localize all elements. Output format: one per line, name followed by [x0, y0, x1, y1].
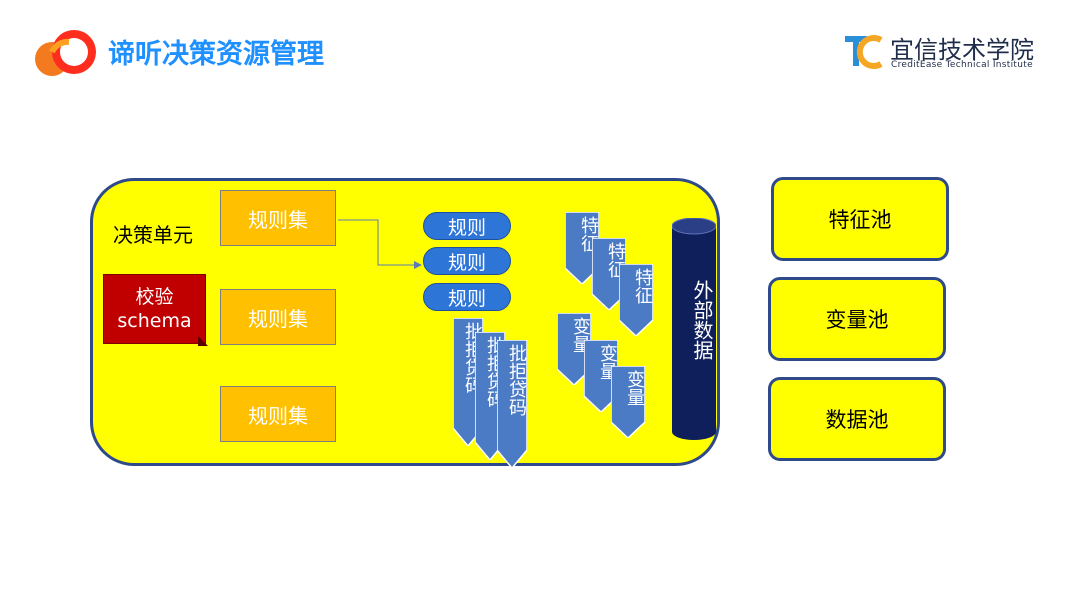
brand-name-cn: 宜信技术学院 — [890, 36, 1034, 64]
feature-chevron: 特征 — [565, 212, 599, 284]
ruleset-to-rules-arrow — [338, 219, 422, 269]
ruleset-box: 规则集 — [220, 190, 336, 246]
feature-label: 特征 — [632, 268, 653, 304]
variable-label: 变量 — [624, 370, 645, 406]
decision-unit-label: 决策单元 — [113, 223, 193, 247]
schema-validation-box: 校验 schema — [103, 274, 206, 344]
tc-logo-icon — [843, 33, 883, 69]
rule-pill: 规则 — [423, 283, 511, 311]
variable-pool-box: 变量池 — [768, 277, 946, 361]
variable-chevron: 变量 — [611, 366, 645, 438]
feature-pool-box: 特征池 — [771, 177, 949, 261]
ruleset-box: 规则集 — [220, 289, 336, 345]
external-data-cylinder: 外部数据 — [671, 217, 717, 440]
reject-code-chevron: 批拒贷码 — [497, 340, 527, 468]
schema-fold-corner — [198, 336, 208, 346]
rule-pill: 规则 — [423, 247, 511, 275]
schema-label-en: schema — [117, 310, 192, 332]
brand-name-en: CreditEase Technical Institute — [891, 60, 1033, 70]
page-title: 谛听决策资源管理 — [108, 39, 324, 70]
feature-chevron: 特征 — [619, 264, 653, 336]
data-pool-box: 数据池 — [768, 377, 946, 461]
reject-code-label: 批拒贷码 — [506, 344, 527, 416]
rule-pill: 规则 — [423, 212, 511, 240]
schema-label-cn: 校验 — [135, 286, 174, 308]
variable-chevron: 变量 — [557, 313, 591, 385]
external-data-label: 外部数据 — [690, 280, 714, 360]
orange-ring-logo-icon — [30, 26, 102, 78]
ruleset-box: 规则集 — [220, 386, 336, 442]
